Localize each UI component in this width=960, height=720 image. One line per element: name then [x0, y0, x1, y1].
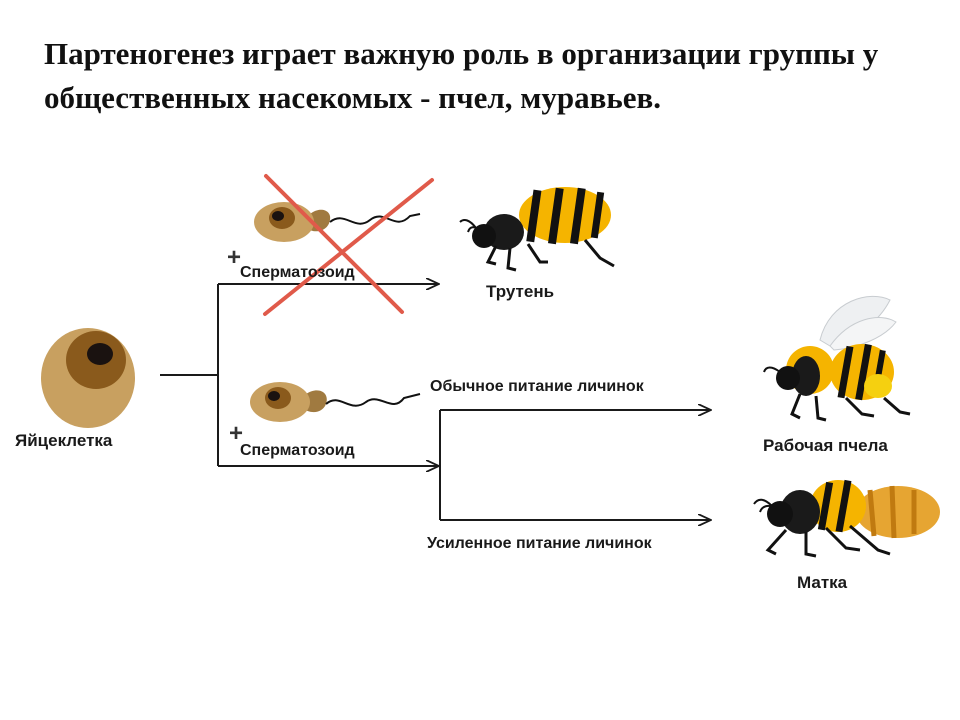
cross-out-icon	[263, 174, 434, 316]
connector-lines	[160, 284, 710, 520]
slide-title: Партеногенез играет важную роль в органи…	[44, 36, 879, 115]
normal-feeding-label: Обычное питание личинок	[430, 378, 644, 395]
plus-sign-bottom: +	[229, 420, 244, 447]
sperm-bottom-icon	[250, 382, 421, 422]
sperm-top-icon	[254, 202, 421, 242]
sperm-label-bottom: Сперматозоид	[240, 442, 355, 459]
queen-bee-label: Матка	[797, 573, 848, 592]
queen-bee-icon	[753, 479, 940, 558]
sperm-label-top: Сперматозоид	[240, 264, 355, 281]
enhanced-feeding-label: Усиленное питание личинок	[427, 535, 652, 552]
plus-sign-top: +	[227, 244, 242, 271]
worker-bee-label: Рабочая пчела	[763, 436, 888, 455]
drone-bee-icon	[459, 187, 615, 272]
egg-label: Яйцеклетка	[15, 431, 113, 450]
worker-bee-icon	[763, 295, 911, 422]
egg-cell-icon	[41, 328, 135, 428]
drone-label: Трутень	[486, 282, 555, 301]
